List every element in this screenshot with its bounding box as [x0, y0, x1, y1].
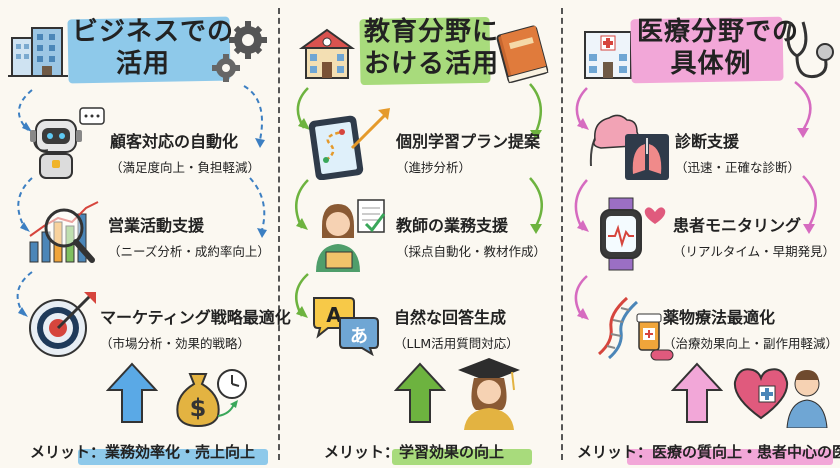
- heart-doctor-icon: [733, 368, 828, 428]
- item-subtitle: （ニーズ分析・成約率向上）: [108, 244, 270, 259]
- item-subtitle: （市場分析・効果的戦略）: [100, 336, 251, 351]
- item-subtitle: （満足度向上・負担軽減）: [110, 160, 261, 175]
- item-title: 薬物療法最適化: [663, 308, 776, 327]
- item-title: マーケティング戦略最適化: [100, 308, 291, 327]
- item-subtitle: （迅速・正確な診断）: [675, 160, 801, 175]
- column-title: 教育分野に: [364, 17, 500, 47]
- dna-pills-icon: [598, 296, 674, 361]
- item-title: 教師の業務支援: [396, 216, 509, 235]
- education-column: 教育分野に おける活用 個別学習プラン提案 （進捗分析）: [280, 0, 561, 468]
- item-title: 自然な回答生成: [394, 308, 507, 327]
- svg-text:あ: あ: [350, 326, 368, 347]
- column-title: ビジネスでの: [72, 17, 235, 47]
- business-column: ビジネスでの 活用 顧客対応の自動化 （満足度向上・負担軽減）: [0, 0, 291, 468]
- tablet-plan-icon: [308, 108, 390, 180]
- brain-lungs-icon: [589, 114, 669, 180]
- flow-arrow: [295, 83, 543, 318]
- stethoscope-icon: [786, 21, 834, 79]
- target-icon: [29, 292, 96, 357]
- merit-text: 業務効率化・売上向上: [105, 443, 256, 461]
- merit-text: 学習効果の向上: [399, 443, 505, 461]
- speech-bubbles-icon: A あ: [313, 297, 379, 356]
- column-title: おける活用: [364, 49, 500, 79]
- book-icon: [496, 25, 549, 84]
- up-arrow-icon: [106, 362, 158, 423]
- merit-text: 医療の質向上・患者中心の医療: [652, 443, 840, 461]
- item-title: 患者モニタリング: [673, 216, 802, 235]
- up-arrow-icon: [671, 362, 723, 423]
- item-subtitle: （治療効果向上・副作用軽減）: [663, 336, 839, 351]
- hospital-icon: [584, 31, 632, 79]
- merit-label: メリット：: [30, 443, 106, 461]
- item-title: 営業活動支援: [108, 216, 205, 235]
- column-divider: [561, 8, 563, 460]
- school-icon: [298, 28, 356, 79]
- merit-label: メリット：: [577, 443, 653, 461]
- flow-arrow: [574, 81, 817, 320]
- svg-text:A: A: [326, 303, 342, 327]
- item-title: 個別学習プラン提案: [396, 132, 541, 151]
- gears-icon: [212, 21, 267, 82]
- svg-text:$: $: [190, 394, 207, 422]
- medical-column: 医療分野での 具体例 診断支援 （迅速・正確な診断） 患者モニタ: [563, 0, 840, 468]
- graduate-icon: [458, 358, 520, 430]
- teacher-icon: [316, 199, 386, 272]
- robot-icon: [30, 107, 105, 179]
- chart-magnifier-icon: [29, 201, 99, 263]
- item-title: 診断支援: [675, 132, 740, 151]
- smartwatch-icon: [600, 197, 666, 271]
- column-divider: [278, 8, 280, 460]
- item-subtitle: （進捗分析）: [396, 160, 472, 175]
- merit-label: メリット：: [324, 443, 400, 461]
- item-subtitle: （LLM活用質問対応）: [394, 336, 519, 351]
- item-subtitle: （採点自動化・教材作成）: [396, 244, 547, 259]
- column-title: 医療分野での: [637, 17, 800, 47]
- column-title: 具体例: [670, 49, 752, 79]
- building-icon: [8, 27, 68, 77]
- up-arrow-icon: [394, 362, 446, 423]
- column-title: 活用: [116, 49, 171, 79]
- item-title: 顧客対応の自動化: [110, 132, 239, 151]
- money-bag-icon: $: [176, 369, 247, 428]
- flow-arrow: [16, 85, 267, 317]
- item-subtitle: （リアルタイム・早期発見）: [673, 244, 836, 259]
